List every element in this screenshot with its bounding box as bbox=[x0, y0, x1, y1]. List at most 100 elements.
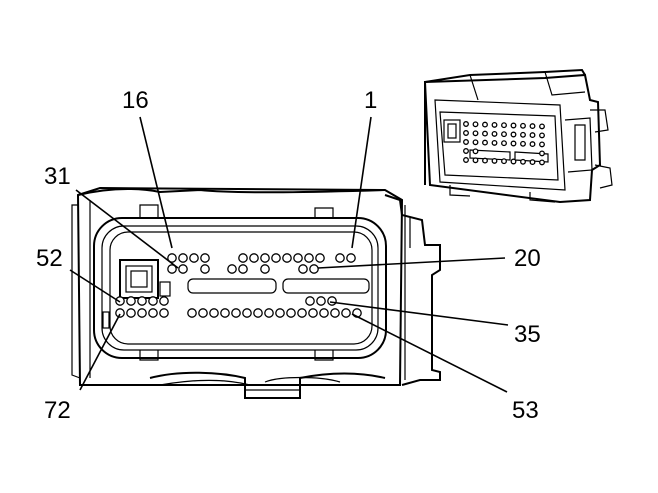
iso-pin-hole bbox=[482, 157, 488, 164]
pin-hole bbox=[238, 264, 248, 274]
iso-pin-hole bbox=[501, 158, 507, 165]
pin-hole bbox=[293, 253, 303, 263]
connector-isometric-view bbox=[423, 68, 613, 204]
pin-hole bbox=[341, 308, 351, 318]
iso-pin-hole bbox=[510, 140, 517, 147]
iso-pin-hole bbox=[472, 121, 479, 128]
pin-hole bbox=[200, 253, 210, 263]
iso-pin-hole bbox=[510, 122, 517, 129]
iso-pin-hole bbox=[472, 130, 479, 137]
callout-lines bbox=[69, 116, 509, 393]
label-pin-72: 72 bbox=[44, 397, 71, 424]
iso-pin-hole bbox=[463, 148, 469, 154]
pin-hole bbox=[242, 308, 252, 318]
iso-pin-hole bbox=[510, 131, 517, 138]
iso-pin-hole bbox=[529, 141, 536, 148]
pin-hole bbox=[187, 308, 197, 318]
iso-pin-hole bbox=[520, 122, 526, 129]
pin-hole bbox=[198, 308, 208, 318]
pin-hole bbox=[249, 253, 259, 263]
iso-pin-hole bbox=[520, 158, 526, 165]
pin-holes bbox=[115, 253, 362, 318]
pin-hole bbox=[327, 296, 337, 306]
pin-hole bbox=[316, 296, 326, 306]
pin-hole bbox=[260, 264, 270, 274]
label-pin-53: 53 bbox=[512, 397, 539, 424]
iso-pin-hole bbox=[491, 130, 498, 137]
iso-pin-holes bbox=[463, 121, 545, 166]
label-pin-1: 1 bbox=[364, 87, 377, 114]
pin-hole bbox=[335, 253, 345, 263]
iso-pin-hole bbox=[539, 123, 545, 130]
pin-hole bbox=[137, 308, 147, 318]
iso-pin-hole bbox=[472, 139, 479, 146]
iso-pin-hole bbox=[501, 140, 507, 147]
pin-hole bbox=[115, 308, 125, 318]
iso-pin-hole bbox=[482, 130, 488, 137]
pin-hole bbox=[126, 296, 136, 306]
label-pin-16: 16 bbox=[122, 87, 149, 114]
label-pin-31: 31 bbox=[44, 163, 71, 190]
iso-pin-hole bbox=[463, 139, 469, 145]
pin-hole bbox=[137, 296, 147, 306]
pin-hole bbox=[209, 308, 219, 318]
pin-hole bbox=[315, 253, 325, 263]
pin-hole bbox=[115, 296, 125, 306]
iso-pin-hole bbox=[501, 131, 507, 138]
pin-hole bbox=[189, 253, 199, 263]
iso-pin-hole bbox=[529, 159, 536, 166]
pin-hole bbox=[178, 264, 188, 274]
iso-pin-hole bbox=[472, 157, 479, 164]
pin-hole bbox=[126, 308, 136, 318]
iso-pin-hole bbox=[491, 157, 498, 164]
label-pin-20: 20 bbox=[514, 245, 541, 272]
pin-hole bbox=[253, 308, 263, 318]
pin-hole bbox=[298, 264, 308, 274]
pin-hole bbox=[167, 253, 177, 263]
label-pin-35: 35 bbox=[514, 321, 541, 348]
iso-pin-hole bbox=[463, 130, 469, 136]
iso-pin-hole bbox=[539, 159, 545, 166]
pin-hole bbox=[304, 253, 314, 263]
iso-pin-hole bbox=[520, 131, 526, 138]
label-pin-52: 52 bbox=[36, 245, 63, 272]
pin-hole bbox=[200, 264, 210, 274]
pin-hole bbox=[282, 253, 292, 263]
iso-pin-hole bbox=[539, 150, 545, 157]
iso-pin-hole bbox=[463, 121, 469, 127]
pin-hole bbox=[308, 308, 318, 318]
pin-hole bbox=[346, 253, 356, 263]
iso-pin-hole bbox=[529, 123, 536, 130]
iso-pin-hole bbox=[539, 141, 545, 148]
pin-hole bbox=[305, 296, 315, 306]
pin-hole bbox=[148, 308, 158, 318]
iso-pin-hole bbox=[529, 132, 536, 139]
pin-hole bbox=[309, 264, 319, 274]
pin-hole bbox=[220, 308, 230, 318]
pin-hole bbox=[319, 308, 329, 318]
pin-hole bbox=[178, 253, 188, 263]
iso-pin-hole bbox=[482, 121, 488, 128]
pin-labels: 16 1 31 20 52 35 72 53 bbox=[36, 87, 541, 424]
iso-pin-hole bbox=[510, 158, 517, 165]
pin-hole bbox=[286, 308, 296, 318]
iso-pin-hole bbox=[463, 157, 469, 163]
iso-pin-hole bbox=[491, 121, 498, 128]
pin-hole bbox=[330, 308, 340, 318]
pin-hole bbox=[271, 253, 281, 263]
pin-hole bbox=[238, 253, 248, 263]
pin-hole bbox=[167, 264, 177, 274]
iso-pin-hole bbox=[491, 139, 498, 146]
connector-face-view bbox=[71, 186, 441, 399]
pin-hole bbox=[297, 308, 307, 318]
iso-pin-hole bbox=[472, 148, 479, 155]
pin-hole bbox=[264, 308, 274, 318]
iso-pin-hole bbox=[501, 122, 507, 129]
pin-hole bbox=[227, 264, 237, 274]
iso-pin-hole bbox=[539, 132, 545, 139]
iso-pin-hole bbox=[520, 140, 526, 147]
pin-hole bbox=[231, 308, 241, 318]
pin-hole bbox=[159, 308, 169, 318]
pin-hole bbox=[260, 253, 270, 263]
